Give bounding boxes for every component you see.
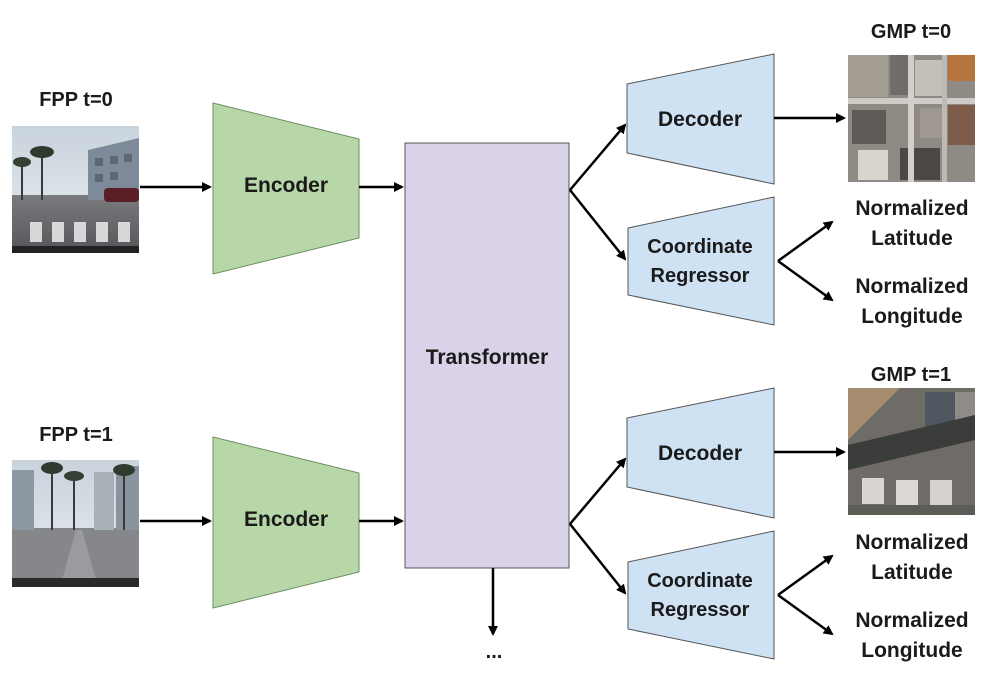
arrow-regressor1-to-longitude — [777, 593, 834, 636]
arrow-transformer-to-regressor0 — [569, 189, 627, 261]
street-view-photo — [12, 460, 139, 587]
map-output-title: GMP t=0 — [871, 21, 951, 43]
decoder-label: Decoder — [658, 442, 742, 465]
longitude-label-line1: Normalized — [855, 275, 968, 298]
latitude-label-line1: Normalized — [855, 531, 968, 554]
regressor-label-line1: Coordinate — [647, 570, 753, 592]
decoder-label: Decoder — [658, 108, 742, 131]
arrow-regressor0-to-latitude — [777, 220, 834, 263]
arrow-transformer-to-regressor1 — [569, 523, 627, 595]
input-frame-t1: FPP t=1 — [12, 424, 139, 587]
longitude-label-line2: Longitude — [861, 639, 962, 662]
coordinate-outputs-t1: Normalized Latitude Normalized Longitude — [855, 531, 968, 662]
coordinate-regressor-t1: Coordinate Regressor — [627, 530, 775, 660]
regressor-label-line2: Regressor — [651, 265, 750, 287]
input-frame-title: FPP t=0 — [39, 89, 113, 111]
arrow-transformer-to-decoder0 — [569, 123, 627, 191]
map-output-t1: GMP t=1 — [848, 364, 975, 515]
regressor-label-line2: Regressor — [651, 599, 750, 621]
latitude-label-line1: Normalized — [855, 197, 968, 220]
longitude-label-line2: Longitude — [861, 305, 962, 328]
arrow-regressor0-to-longitude — [777, 259, 834, 302]
aerial-map-photo — [848, 388, 975, 515]
latitude-label-line2: Latitude — [871, 227, 953, 250]
encoder-label: Encoder — [244, 174, 328, 197]
decoder-block-t1: Decoder — [626, 387, 775, 519]
latitude-label-line2: Latitude — [871, 561, 953, 584]
encoder-block-t1: Encoder — [212, 436, 360, 609]
street-view-photo — [12, 126, 139, 253]
decoder-block-t0: Decoder — [626, 53, 775, 185]
aerial-map-photo — [848, 55, 975, 182]
transformer-block: Transformer — [404, 142, 570, 569]
regressor-label-line1: Coordinate — [647, 236, 753, 258]
longitude-label-line1: Normalized — [855, 609, 968, 632]
map-output-title: GMP t=1 — [871, 364, 951, 386]
map-output-t0: GMP t=0 — [848, 21, 975, 182]
transformer-label: Transformer — [426, 346, 549, 369]
arrow-transformer-to-decoder1 — [569, 457, 627, 525]
encoder-block-t0: Encoder — [212, 102, 360, 275]
encoder-label: Encoder — [244, 508, 328, 531]
continuation-ellipsis: ... — [486, 641, 503, 663]
input-frame-t0: FPP t=0 — [12, 89, 139, 253]
coordinate-outputs-t0: Normalized Latitude Normalized Longitude — [855, 197, 968, 328]
flow-arrows — [140, 113, 846, 636]
input-frame-title: FPP t=1 — [39, 424, 113, 446]
coordinate-regressor-t0: Coordinate Regressor — [627, 196, 775, 326]
arrow-regressor1-to-latitude — [777, 554, 834, 597]
